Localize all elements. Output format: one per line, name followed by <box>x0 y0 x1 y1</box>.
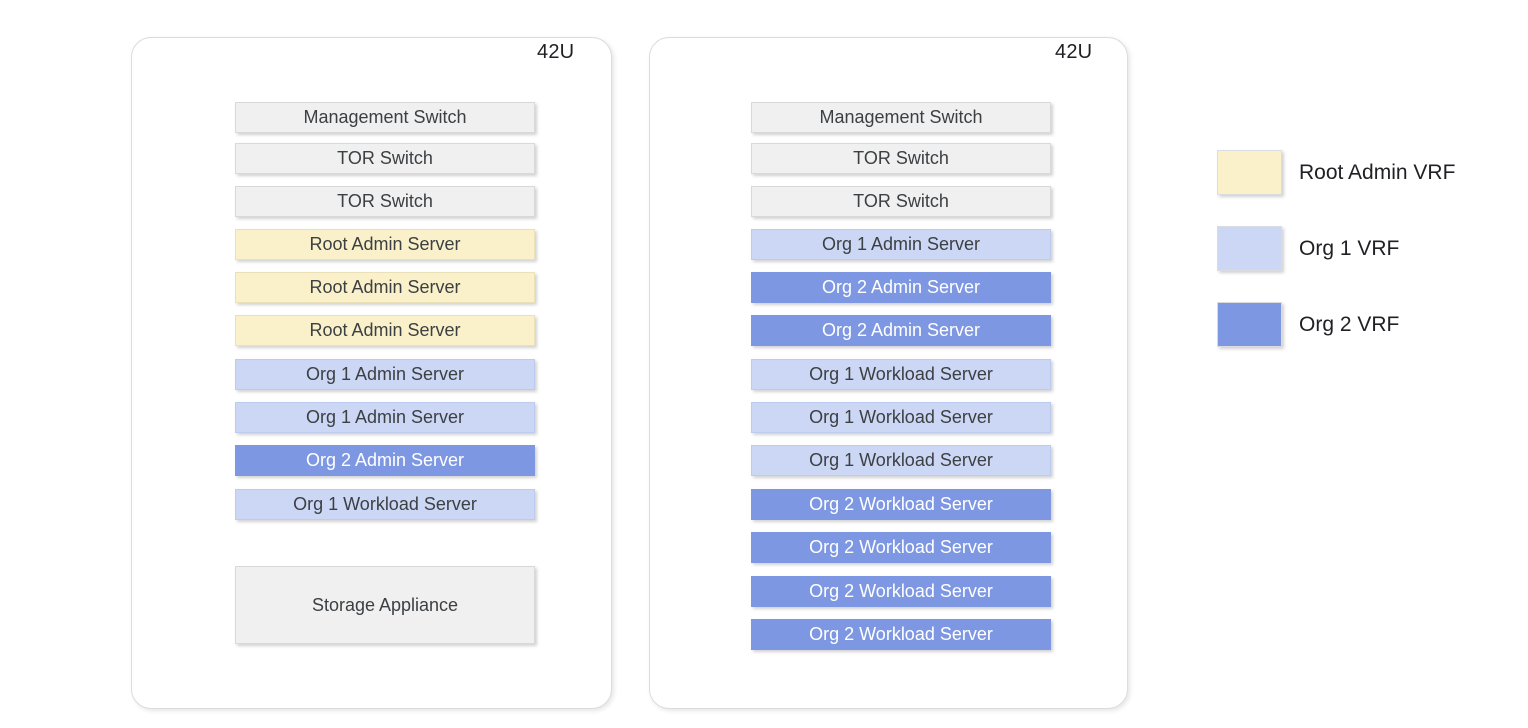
legend-label: Root Admin VRF <box>1299 160 1456 184</box>
rack-unit: TOR Switch <box>235 186 535 217</box>
rack-unit: TOR Switch <box>235 143 535 174</box>
rack-unit: Org 2 Workload Server <box>751 489 1051 520</box>
rack-unit: Org 1 Workload Server <box>235 489 535 520</box>
rack-unit: Management Switch <box>751 102 1051 133</box>
rack-unit: Org 2 Workload Server <box>751 619 1051 650</box>
rack-unit-storage-appliance: Storage Appliance <box>235 566 535 644</box>
rack-unit: TOR Switch <box>751 143 1051 174</box>
legend-color-swatch-root-admin-vrf <box>1217 150 1282 195</box>
rack-unit: Org 2 Admin Server <box>751 315 1051 346</box>
rack-unit: TOR Switch <box>751 186 1051 217</box>
rack-unit: Org 1 Workload Server <box>751 359 1051 390</box>
legend-item-root-admin-vrf: Root Admin VRF <box>1217 150 1455 195</box>
rack-unit: Org 2 Admin Server <box>235 445 535 476</box>
rack-unit: Root Admin Server <box>235 272 535 303</box>
rack-capacity-label-left: 42U <box>537 41 575 63</box>
rack-unit: Root Admin Server <box>235 229 535 260</box>
legend-color-swatch-org2-vrf <box>1217 302 1282 347</box>
rack-unit: Org 1 Workload Server <box>751 445 1051 476</box>
rack-unit: Org 1 Admin Server <box>235 359 535 390</box>
legend-label: Org 2 VRF <box>1299 312 1400 336</box>
rack-unit: Org 2 Workload Server <box>751 532 1051 563</box>
rack-42u-right: Management Switch TOR Switch TOR Switch … <box>649 37 1128 709</box>
rack-42u-left: Management Switch TOR Switch TOR Switch … <box>131 37 612 709</box>
rack-unit: Org 2 Workload Server <box>751 576 1051 607</box>
legend-label: Org 1 VRF <box>1299 236 1400 260</box>
legend-item-org1-vrf: Org 1 VRF <box>1217 226 1399 271</box>
rack-unit: Management Switch <box>235 102 535 133</box>
legend: Root Admin VRF Org 1 VRF Org 2 VRF <box>1217 150 1517 350</box>
rack-unit: Org 1 Admin Server <box>235 402 535 433</box>
rack-unit: Root Admin Server <box>235 315 535 346</box>
legend-color-swatch-org1-vrf <box>1217 226 1282 271</box>
rack-capacity-label-right: 42U <box>1055 41 1093 63</box>
rack-unit: Org 1 Admin Server <box>751 229 1051 260</box>
rack-unit: Org 1 Workload Server <box>751 402 1051 433</box>
legend-item-org2-vrf: Org 2 VRF <box>1217 302 1399 347</box>
rack-unit: Org 2 Admin Server <box>751 272 1051 303</box>
